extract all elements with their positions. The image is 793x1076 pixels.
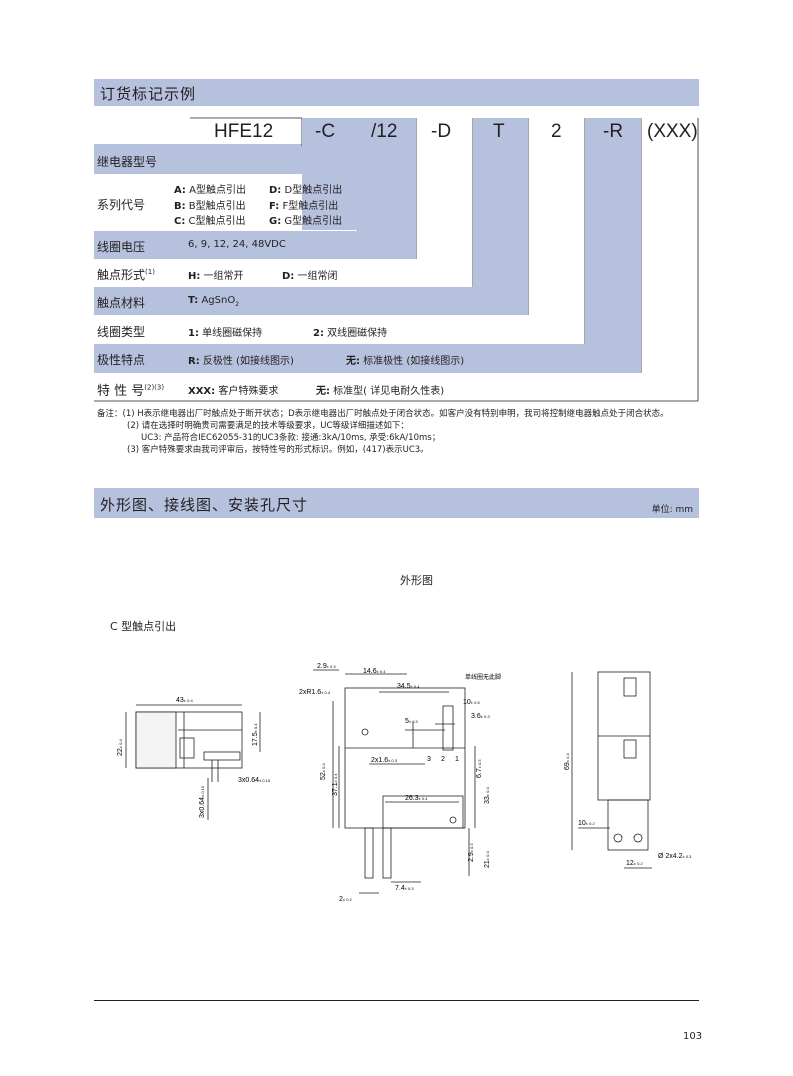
dim-text: 22± 0.4: [117, 739, 124, 756]
section-header-dimensions: 外形图、接线图、安装孔尺寸 单位: mm: [94, 488, 699, 518]
code-contact-form: -D: [431, 121, 452, 142]
pin-label-2: 2: [441, 756, 445, 763]
row-contact-form: 触点形式(1) H: 一组常开 D: 一组常闭: [97, 268, 338, 282]
row-relay-type: 继电器型号: [94, 146, 302, 174]
dim-text: 37.1± 0.4: [332, 773, 339, 796]
note-4: (3) 客户特殊要求由我司评审后，按特性号的形式标识。例如，(417)表示UC3…: [127, 445, 429, 455]
dim-text: 10± 0.2: [578, 820, 595, 827]
row-label: 继电器型号: [97, 155, 158, 169]
dim-text: 17.5± 0.4: [252, 723, 259, 746]
note-1: 备注：(1) H表示继电器出厂时触点处于断开状态；D表示继电器出厂时触点处于闭合…: [97, 409, 669, 419]
row-contact-material: 触点材料 T: AgSnO2: [94, 287, 528, 315]
row-polarity: 极性特点 R: 反极性 (如接线图示) 无: 标准极性 (如接线图示): [94, 344, 641, 372]
note-3: UC3: 产品符合IEC62055-31的UC3条款: 接通:3kA/10ms,…: [141, 433, 441, 443]
step-bar-3: [473, 118, 528, 315]
section-title: 订货标记示例: [100, 85, 197, 103]
code-material: T: [493, 121, 505, 142]
dim-text: 26.3± 0.4: [405, 795, 428, 802]
dim-text: 5± 0.3: [405, 718, 419, 725]
top-view-drawing: 69± 0.4 10± 0.2 Ø 2x4.2± 0.3 12± 0.2: [564, 671, 692, 869]
code-special: (XXX): [647, 121, 698, 142]
step-bar-4: [585, 118, 641, 373]
drawing-title: 外形图: [400, 574, 433, 587]
series-item-g: G: G型触点引出: [269, 216, 343, 227]
code-voltage: /12: [371, 121, 398, 142]
coil-voltage-value: 6, 9, 12, 24, 48VDC: [188, 239, 286, 250]
pin-label-1: 1: [455, 756, 459, 763]
pin-label-3: 3: [427, 756, 431, 763]
section-header-order: 订货标记示例: [94, 79, 699, 106]
dim-text: 52± 0.4: [320, 763, 327, 780]
row-coil-type: 线圈类型 1: 单线圈磁保持 2: 双线圈磁保持: [97, 325, 388, 339]
dim-text: 12± 0.2: [626, 860, 643, 867]
code-model: HFE12: [214, 121, 274, 142]
dim-text: 2xR1.6± 0.4: [299, 689, 331, 696]
dim-text: 10± 0.5: [463, 699, 480, 706]
dim-text: 6.7± 0.5: [476, 759, 483, 778]
code-polarity: -R: [603, 121, 624, 142]
step-bar-1: [302, 118, 358, 230]
drawing-variant: C 型触点引出: [110, 620, 177, 633]
page-number: 103: [683, 1031, 703, 1042]
code-coil-type: 2: [551, 121, 562, 142]
dim-text: 2.9± 0.3: [317, 663, 336, 670]
row-coil-voltage: 线圈电压 6, 9, 12, 24, 48VDC: [94, 231, 416, 259]
dim-text: 3x0.64± 0.15: [199, 785, 206, 818]
dim-text: 2.9± 0.3: [468, 843, 475, 862]
dim-text: 7.4± 0.3: [395, 885, 414, 892]
dim-text: 69± 0.4: [564, 753, 571, 770]
dim-text: Ø 2x4.2± 0.3: [658, 853, 692, 860]
dim-text: 33± 0.4: [484, 787, 491, 804]
dim-text: 21± 0.4: [484, 851, 491, 868]
series-item-d: D: D型触点引出: [269, 185, 343, 196]
side-view-drawing: 43± 0.4 22± 0.4 17.5± 0.4 3x0.64± 0.15 3…: [117, 697, 271, 820]
series-item-b: B: B型触点引出: [174, 201, 246, 212]
series-item-a: A: A型触点引出: [174, 185, 246, 196]
footer-rule: [94, 1000, 699, 1001]
row-special: 特 性 号(2)(3) XXX: 客户特殊要求 无: 标准型( 详见电耐久性表): [97, 383, 445, 399]
series-item-f: F: F型触点引出: [269, 201, 339, 212]
dim-text: 2x1.6± 0.3: [371, 757, 398, 764]
dim-text: 43± 0.4: [176, 697, 193, 704]
section-title: 外形图、接线图、安装孔尺寸: [100, 496, 309, 514]
row-label-series: 系列代号: [97, 198, 146, 212]
dim-text: 14.6± 0.4: [363, 668, 386, 675]
dim-text: 34.5± 0.4: [397, 683, 420, 690]
note-2: (2) 请在选择时明确贵司需要满足的技术等级要求，UC等级详细描述如下：: [127, 421, 409, 431]
dim-text: 3x0.64± 0.15: [238, 777, 271, 784]
code-series: -C: [315, 121, 336, 142]
dim-text: 3.6± 0.3: [471, 713, 490, 720]
unit-label: 单位: mm: [651, 505, 693, 515]
front-view-drawing: 2.9± 0.3 14.6± 0.4 2xR1.6± 0.4 34.5± 0.4…: [299, 663, 501, 903]
single-coil-note: 单线圈无此脚: [465, 673, 501, 681]
dim-text: 2± 0.2: [339, 896, 353, 903]
series-item-c: C: C型触点引出: [174, 216, 246, 227]
